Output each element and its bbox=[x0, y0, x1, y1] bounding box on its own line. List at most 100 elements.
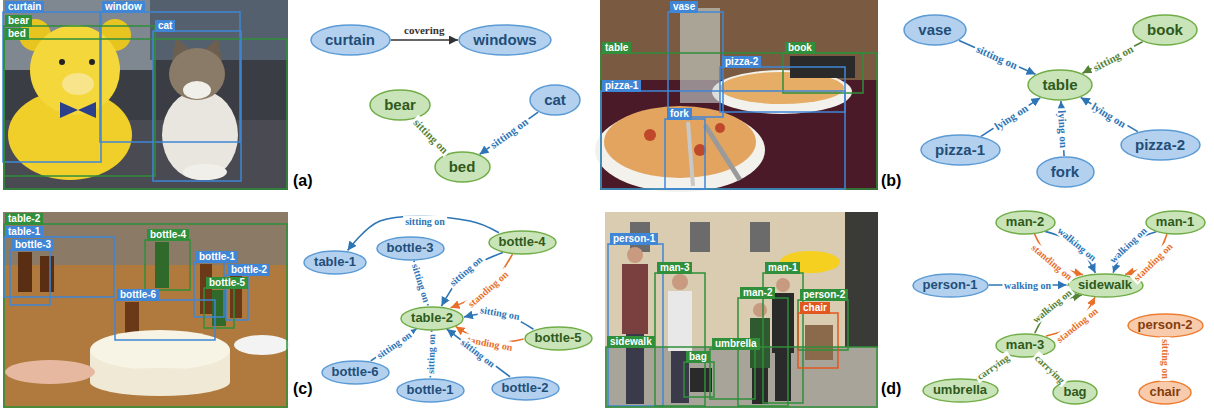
node-label: man-2 bbox=[1006, 215, 1044, 230]
graph-node: fork bbox=[1036, 156, 1095, 188]
node-text-holder: bottle-1 bbox=[407, 383, 454, 398]
box-tag: chair bbox=[800, 302, 830, 314]
person-head bbox=[776, 278, 790, 292]
node-ellipse bbox=[1146, 211, 1205, 234]
box-tag: bottle-3 bbox=[12, 239, 54, 251]
bear-snout bbox=[62, 73, 94, 95]
bounding-box bbox=[655, 273, 705, 406]
relation-label: sitting on bbox=[478, 304, 523, 322]
node-label: chair bbox=[1149, 385, 1180, 400]
bounding-box bbox=[710, 349, 755, 399]
node-label: person-1 bbox=[923, 278, 978, 293]
node-text-holder: sidewalk bbox=[1078, 278, 1132, 293]
graph-node: table-2 bbox=[400, 306, 464, 331]
box-tag: table-2 bbox=[5, 213, 43, 225]
fork-shape bbox=[688, 122, 693, 186]
graph-node: book bbox=[1132, 14, 1198, 46]
relation-label: standing on bbox=[1028, 241, 1076, 284]
node-label: sidewalk bbox=[1078, 278, 1132, 293]
bounding-box bbox=[601, 53, 877, 189]
node-label: bottle-5 bbox=[535, 331, 582, 346]
box-tag: bear bbox=[5, 15, 32, 27]
graph-node: table bbox=[1027, 69, 1093, 101]
node-ellipse bbox=[1028, 70, 1092, 100]
node-text-holder: table-1 bbox=[314, 255, 356, 270]
bounding-box bbox=[720, 67, 845, 112]
node-label: umbrella bbox=[933, 383, 987, 398]
node-text-holder: man-1 bbox=[1156, 215, 1194, 230]
cat-muzzle bbox=[183, 81, 211, 99]
bounding-box bbox=[145, 240, 190, 290]
cat-head bbox=[169, 48, 225, 100]
bounding-box bbox=[115, 300, 215, 340]
node-text-holder: windows bbox=[473, 31, 536, 48]
box-tag: bottle-1 bbox=[196, 251, 238, 263]
photo-background bbox=[3, 212, 288, 408]
vase-shape bbox=[680, 8, 720, 103]
graph-node: bottle-3 bbox=[376, 236, 445, 261]
graph-node: curtain bbox=[310, 24, 391, 56]
box-tag: man-1 bbox=[765, 262, 800, 274]
node-ellipse bbox=[1128, 314, 1203, 337]
node-label: bottle-3 bbox=[387, 241, 434, 256]
box-tag: pizza-2 bbox=[722, 56, 761, 68]
box-tag: sidewalk bbox=[607, 336, 655, 348]
box-tag: book bbox=[785, 42, 815, 54]
building-window bbox=[690, 222, 710, 252]
relation-label: lying on bbox=[1055, 107, 1069, 149]
node-text-holder: bottle-6 bbox=[332, 365, 379, 380]
cat-body bbox=[162, 90, 238, 180]
graph-node: pizza-1 bbox=[920, 134, 1001, 166]
box-tag: fork bbox=[667, 108, 692, 120]
graph-node: chair bbox=[1138, 380, 1192, 405]
bottle-shape bbox=[18, 252, 32, 292]
graph-node: cat bbox=[529, 84, 581, 116]
relation-label: lying on bbox=[990, 101, 1031, 134]
relation-label: sitting on bbox=[373, 328, 415, 362]
graph-node: bottle-5 bbox=[524, 326, 593, 351]
box-tag: pizza-1 bbox=[602, 80, 641, 92]
node-ellipse bbox=[397, 379, 464, 402]
node-text-holder: bottle-4 bbox=[499, 235, 546, 250]
node-text-holder: curtain bbox=[325, 31, 375, 48]
node-text-holder: fork bbox=[1051, 163, 1079, 180]
node-text-holder: table bbox=[1042, 76, 1077, 93]
bounding-box bbox=[4, 39, 287, 189]
cake-top bbox=[90, 330, 230, 370]
node-ellipse bbox=[304, 251, 366, 274]
node-ellipse bbox=[996, 211, 1055, 234]
relation-label: carrying bbox=[973, 351, 1013, 383]
graph-node: bear bbox=[369, 89, 431, 121]
graph-node: table-1 bbox=[303, 250, 367, 275]
pizza-topping bbox=[694, 144, 706, 156]
node-label: person-2 bbox=[1138, 318, 1193, 333]
graph-node: bottle-4 bbox=[488, 230, 557, 255]
relation-label: sitting on bbox=[403, 216, 447, 227]
bounding-box bbox=[3, 12, 101, 162]
graph-node: bottle-6 bbox=[321, 360, 390, 385]
box-tag: man-2 bbox=[740, 287, 775, 299]
relation-label: sitting on bbox=[1089, 41, 1137, 74]
relation-label: walking on bbox=[1029, 286, 1076, 327]
node-ellipse bbox=[1037, 157, 1094, 187]
node-text-holder: chair bbox=[1149, 385, 1180, 400]
node-ellipse bbox=[489, 231, 556, 254]
box-tag: bottle-5 bbox=[206, 277, 248, 289]
bounding-box bbox=[798, 313, 838, 368]
relation-label: covering bbox=[402, 24, 446, 36]
node-text-holder: man-2 bbox=[1006, 215, 1044, 230]
hand-shape bbox=[5, 360, 95, 384]
bounding-box bbox=[4, 224, 287, 407]
node-text-holder: bottle-2 bbox=[502, 381, 549, 396]
box-tag: person-2 bbox=[800, 289, 848, 301]
box-tag: curtain bbox=[5, 1, 44, 13]
node-text-holder: bed bbox=[449, 158, 476, 175]
bounding-box bbox=[783, 53, 863, 93]
person-head bbox=[672, 274, 688, 290]
building-window bbox=[750, 222, 770, 252]
bounding-box bbox=[668, 12, 723, 117]
graph-node: umbrella bbox=[922, 378, 999, 403]
node-label: fork bbox=[1051, 163, 1079, 180]
node-ellipse bbox=[459, 25, 551, 55]
node-label: curtain bbox=[325, 31, 375, 48]
